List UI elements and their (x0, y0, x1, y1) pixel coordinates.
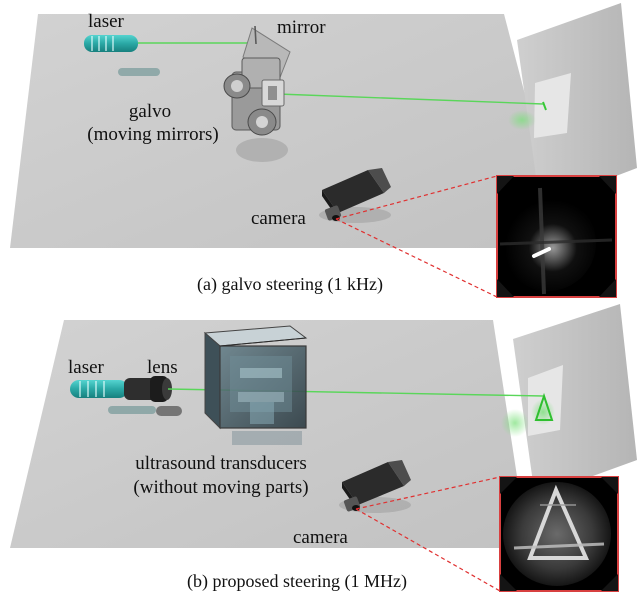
projection-screen-b (513, 304, 637, 497)
beam-pattern-b (534, 392, 554, 421)
lens (124, 376, 182, 416)
label-ultrasound-subtitle: (without moving parts) (133, 477, 308, 498)
label-laser-a: laser (88, 11, 125, 32)
laser-a (84, 35, 160, 76)
beam-spot-a (542, 101, 547, 111)
ultrasound-transducers (203, 325, 308, 445)
camera-image-b (499, 476, 619, 592)
beam-spot-glow-a (508, 110, 536, 130)
screen-white-target-a (534, 73, 571, 138)
panel-b: laser lens ultrasound transducers (witho… (10, 304, 637, 592)
projection-screen-a (517, 3, 637, 205)
label-laser-b: laser (68, 357, 105, 378)
laser-beam-a3 (277, 93, 544, 105)
label-mirror: mirror (277, 17, 326, 38)
label-ultrasound-transducers: ultrasound transducers (135, 453, 306, 474)
beam-spot-glow-b1 (501, 409, 529, 437)
caption-b: (b) proposed steering (1 MHz) (187, 571, 407, 592)
label-galvo: galvo (129, 101, 171, 122)
dashed-connector-a-bottom (335, 218, 498, 298)
label-galvo-subtitle: (moving mirrors) (87, 124, 218, 145)
panel-a: laser mirror galvo (moving mirrors) came… (10, 3, 637, 298)
label-lens: lens (147, 357, 178, 378)
dashed-connector-b-top (355, 476, 501, 510)
galvo (223, 57, 288, 162)
label-camera-b: camera (293, 527, 348, 548)
camera-image-a (496, 175, 617, 298)
laser-b (70, 380, 156, 414)
label-camera-a: camera (251, 208, 306, 229)
beam-spot-glow-b2 (531, 399, 555, 425)
caption-a: (a) galvo steering (1 kHz) (197, 274, 383, 295)
